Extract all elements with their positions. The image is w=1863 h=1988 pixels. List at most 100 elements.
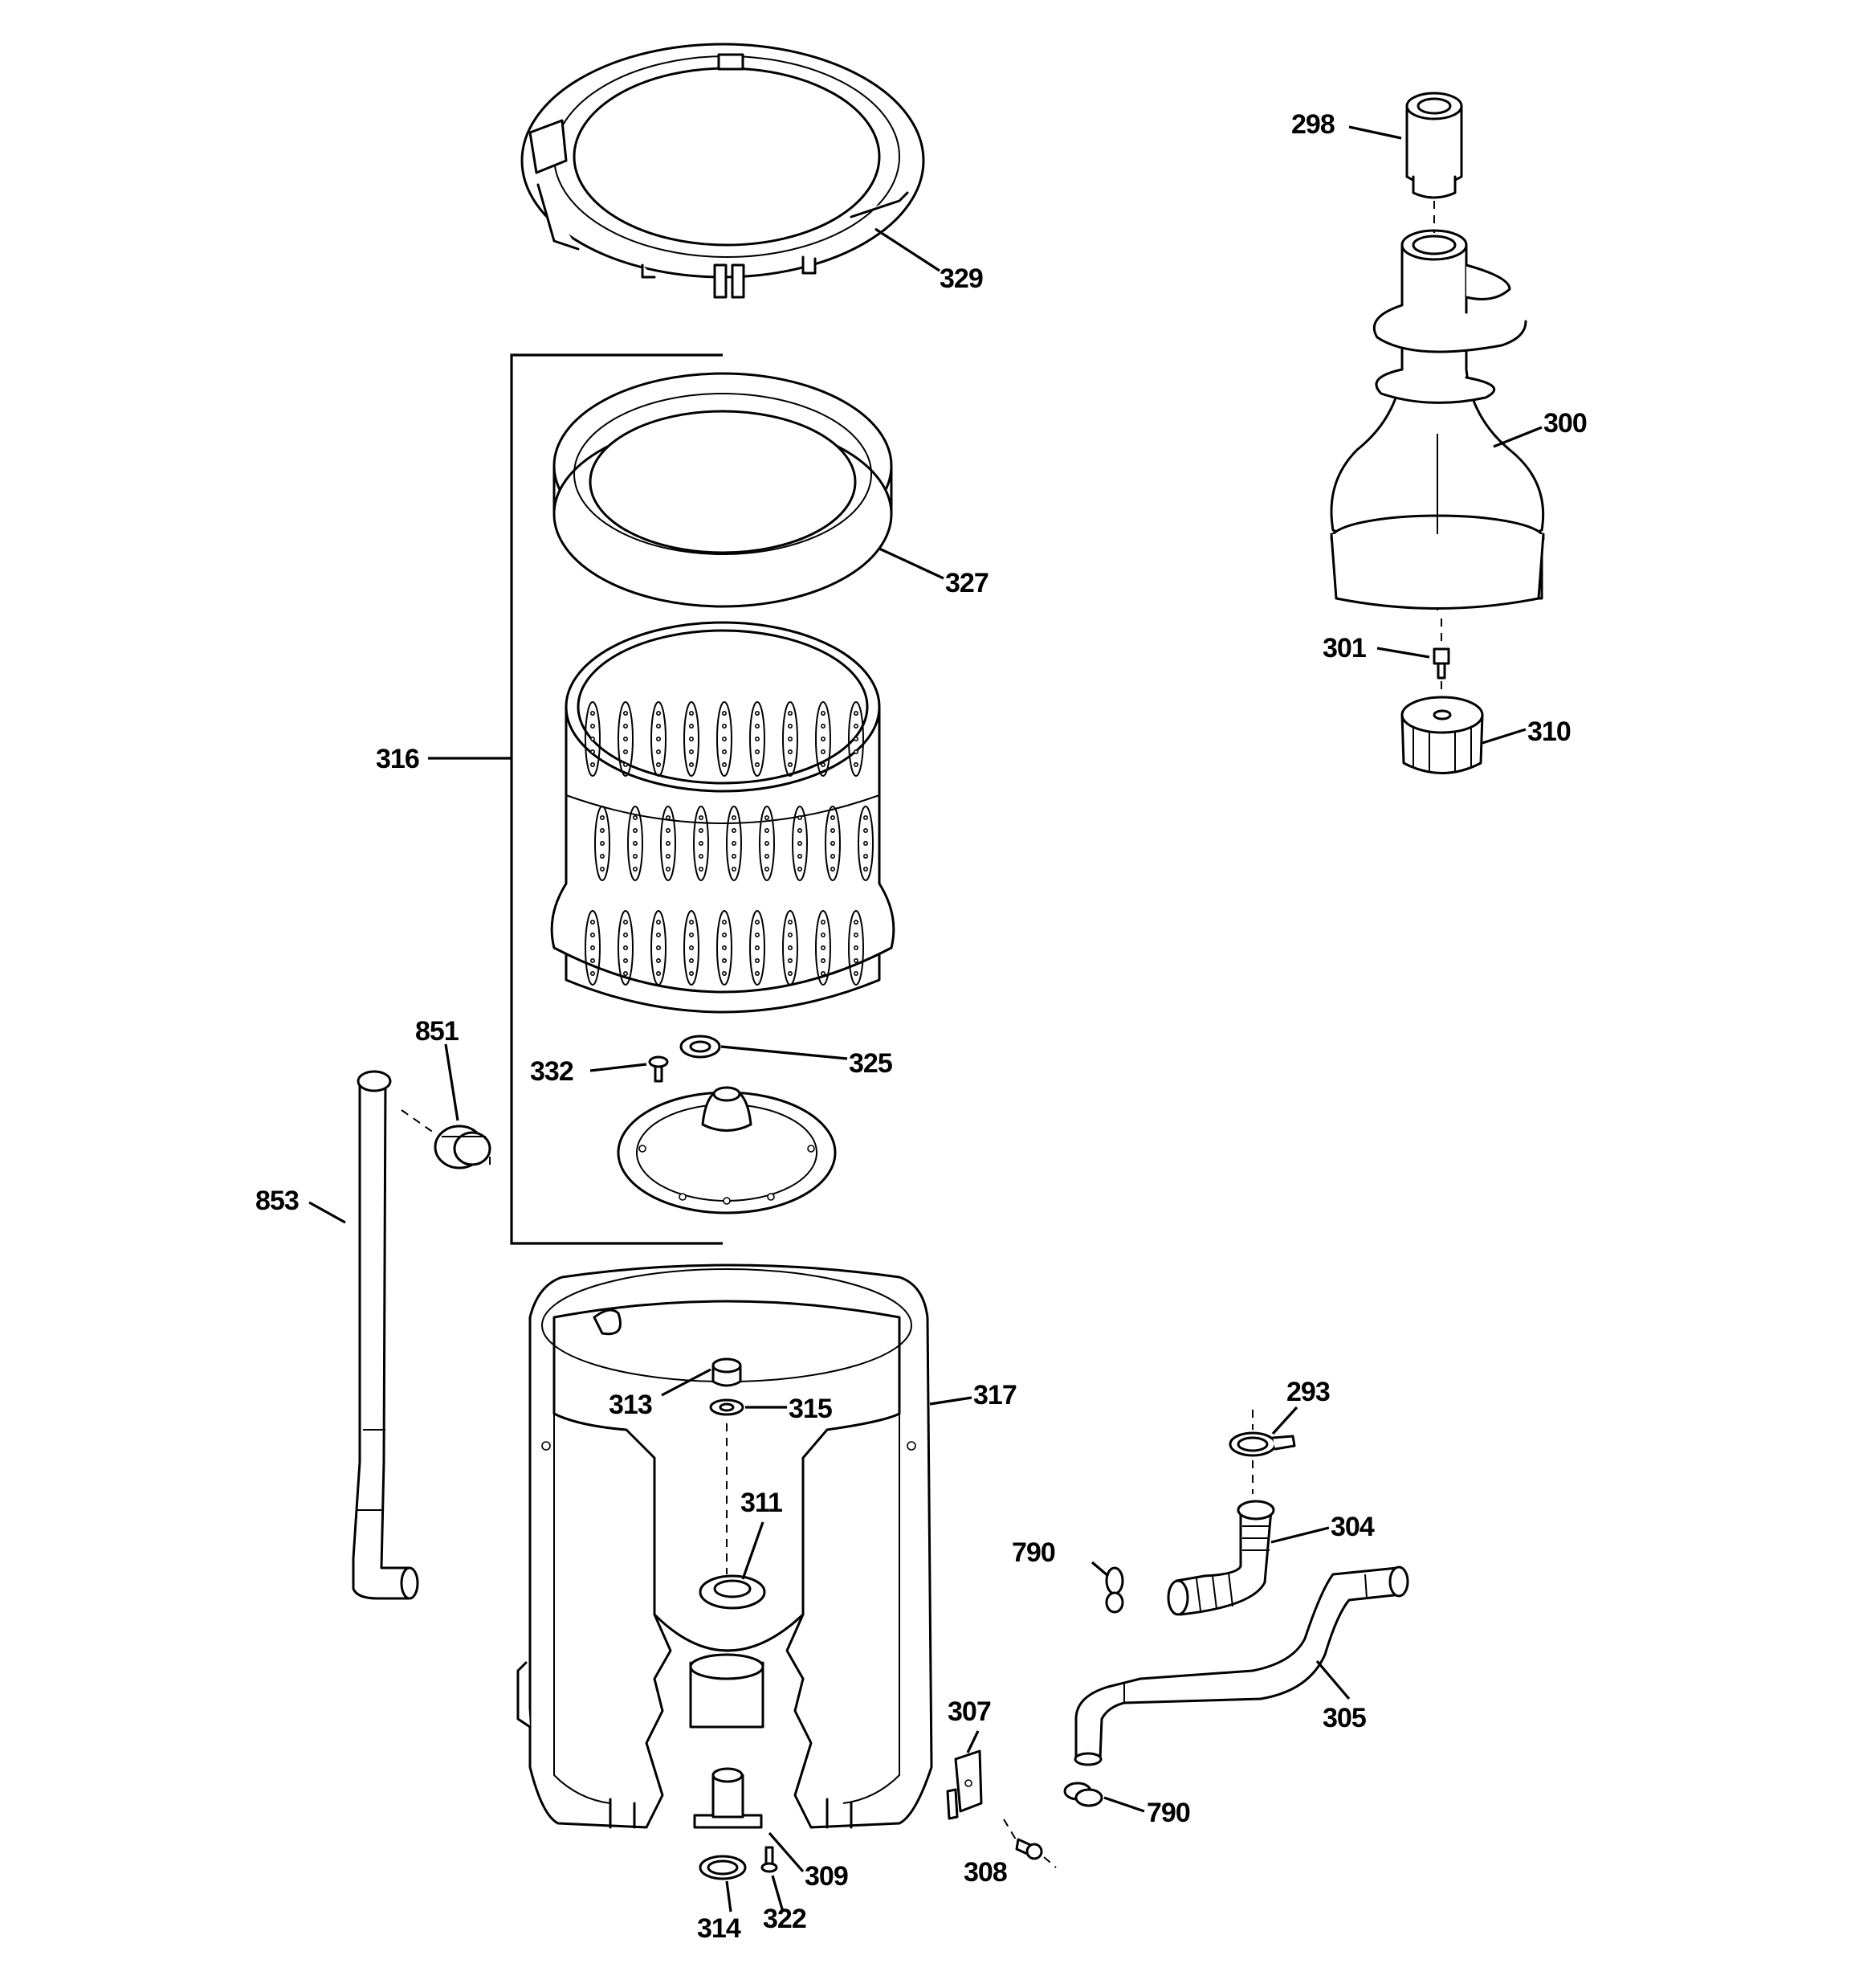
part-329-tub-cover: [520, 43, 925, 299]
basket-hole: [754, 933, 760, 938]
part-851-cap: [434, 1125, 491, 1170]
callout-853: 853: [255, 1186, 299, 1216]
basket-hole: [787, 736, 793, 741]
basket-hole: [830, 841, 836, 847]
basket-hole: [863, 814, 869, 820]
callout-314: 314: [697, 1913, 741, 1944]
basket-hole: [754, 749, 760, 754]
basket-hole: [655, 749, 661, 754]
basket-hole: [632, 841, 638, 847]
basket-hole: [754, 761, 760, 767]
basket-hole: [698, 814, 703, 820]
basket-slot: [749, 701, 765, 777]
callout-325: 325: [849, 1048, 892, 1079]
part-311-seal: [699, 1574, 766, 1610]
basket-hole: [721, 736, 727, 741]
basket-hole: [731, 828, 736, 834]
part-308-screw: [1015, 1838, 1043, 1860]
basket-slot: [716, 701, 732, 777]
basket-hole: [787, 945, 793, 951]
part-316-wash-basket: [550, 621, 895, 1014]
part-790-clamp-upper: [1105, 1566, 1124, 1614]
basket-hole: [854, 761, 859, 767]
basket-hole: [599, 841, 605, 847]
basket-hole: [721, 971, 727, 977]
basket-slot: [585, 910, 601, 986]
basket-hole: [797, 841, 802, 847]
callout-332: 332: [530, 1056, 573, 1087]
part-325-nut: [679, 1035, 721, 1059]
part-332-screw: [648, 1055, 669, 1083]
basket-hole: [830, 814, 836, 820]
basket-hole: [820, 933, 826, 938]
basket-hole: [589, 920, 595, 925]
basket-hole: [589, 749, 595, 754]
basket-slot: [660, 806, 676, 881]
basket-hole: [655, 933, 661, 938]
basket-hole: [863, 854, 869, 859]
basket-hole: [787, 723, 793, 729]
callout-790-upper: 790: [1012, 1537, 1055, 1568]
callout-322: 322: [763, 1904, 806, 1934]
basket-hole: [797, 828, 802, 834]
basket-slot: [683, 910, 699, 986]
basket-slot: [815, 910, 831, 986]
part-314-o-ring: [699, 1855, 747, 1880]
basket-slot: [585, 701, 601, 777]
basket-hole: [698, 828, 703, 834]
basket-hole: [688, 710, 694, 716]
basket-hole: [854, 945, 859, 951]
basket-hole: [589, 710, 595, 716]
basket-hole: [688, 749, 694, 754]
part-315-washer: [709, 1398, 744, 1416]
basket-hole: [599, 828, 605, 834]
basket-hole: [820, 945, 826, 951]
part-307-bracket: [946, 1749, 983, 1820]
basket-hole: [797, 854, 802, 859]
basket-hole: [754, 710, 760, 716]
part-305-drain-hose: [1074, 1565, 1409, 1766]
basket-hole: [854, 723, 859, 729]
part-309-housing: [693, 1767, 763, 1829]
basket-hole: [721, 749, 727, 754]
basket-hole: [830, 867, 836, 872]
basket-hole: [754, 723, 760, 729]
basket-hole: [754, 958, 760, 964]
basket-hole: [787, 710, 793, 716]
basket-hole: [589, 945, 595, 951]
callout-315: 315: [789, 1394, 832, 1424]
basket-hole: [599, 867, 605, 872]
basket-hole: [721, 920, 727, 925]
basket-hole: [698, 841, 703, 847]
basket-slot: [848, 910, 864, 986]
basket-hole: [731, 854, 736, 859]
basket-hole: [622, 749, 628, 754]
basket-hole: [764, 867, 769, 872]
callout-790-lower: 790: [1147, 1798, 1190, 1828]
basket-hole: [754, 945, 760, 951]
basket-hole: [632, 854, 638, 859]
callout-309: 309: [805, 1861, 848, 1892]
basket-hole: [655, 723, 661, 729]
basket-hole: [589, 933, 595, 938]
basket-slot: [650, 701, 667, 777]
basket-hole: [589, 736, 595, 741]
basket-hole: [820, 710, 826, 716]
basket-slot: [825, 806, 841, 881]
basket-hole: [622, 933, 628, 938]
basket-hole: [655, 710, 661, 716]
part-300-agitator: [1330, 229, 1545, 610]
basket-slot: [792, 806, 808, 881]
basket-perforations: [585, 701, 874, 986]
basket-hole: [599, 814, 605, 820]
basket-hole: [721, 945, 727, 951]
basket-hole: [665, 814, 671, 820]
basket-hole: [632, 867, 638, 872]
callout-293: 293: [1286, 1377, 1330, 1407]
basket-hole: [599, 854, 605, 859]
basket-hole: [688, 761, 694, 767]
basket-hole: [655, 761, 661, 767]
basket-hole: [688, 920, 694, 925]
basket-slot: [650, 910, 667, 986]
basket-hole: [632, 828, 638, 834]
